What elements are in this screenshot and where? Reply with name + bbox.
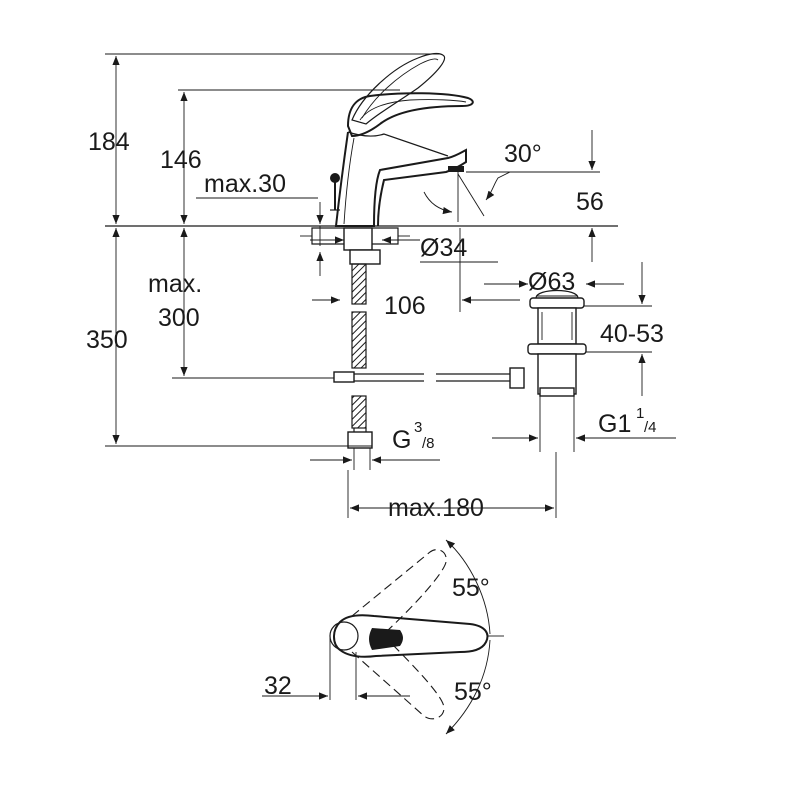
faucet-body [334, 131, 467, 227]
label-d34: Ø34 [420, 234, 467, 262]
label-g114-sup: 1 [636, 405, 644, 422]
dimension-lines [105, 53, 676, 518]
dimension-labels: 184 146 max.30 30° 56 Ø34 max. 300 106 Ø… [86, 128, 664, 706]
label-g114-sub: /4 [644, 419, 657, 436]
label-350: 350 [86, 326, 128, 354]
label-d63: Ø63 [528, 268, 575, 296]
waste-flange [529, 297, 585, 309]
popup-knob [330, 173, 340, 183]
top-view-body [333, 614, 489, 658]
supply-hose-segment-2 [351, 311, 367, 369]
angle-30-line [457, 173, 485, 217]
label-184: 184 [88, 128, 130, 156]
spout-aerator [448, 166, 464, 172]
label-max: max. [148, 270, 202, 298]
label-max180: max.180 [388, 494, 484, 522]
popup-rod-clamp [333, 371, 355, 383]
lever-handle [346, 92, 474, 138]
lever-handle-inner [359, 99, 467, 121]
angle-55-top-arc [445, 539, 491, 635]
label-106: 106 [384, 292, 426, 320]
label-55-bottom: 55° [454, 678, 492, 706]
waste-tailpiece [539, 387, 575, 397]
handle-rotated-up [351, 549, 447, 633]
supply-hose-segment-3 [351, 395, 367, 429]
label-g38-sup: 3 [414, 419, 422, 436]
mounting-assembly [300, 227, 525, 449]
faucet-side-view [105, 52, 618, 227]
faucet-top-view [262, 539, 504, 735]
waste-nut [527, 343, 587, 355]
label-146: 146 [160, 146, 202, 174]
label-g114: G1 [598, 410, 631, 438]
label-32: 32 [264, 672, 292, 700]
label-56: 56 [576, 188, 604, 216]
lever-raised-inner [361, 58, 439, 119]
mounting-nut [343, 227, 373, 251]
supply-hose-segment-1 [351, 263, 367, 305]
waste-body-top [537, 307, 577, 345]
label-30-deg: 30° [504, 140, 542, 168]
waste-assembly [527, 289, 587, 397]
angle-55-bottom-arc [445, 639, 491, 735]
faucet-body-highlight [343, 137, 355, 225]
lever-neck [347, 131, 449, 157]
label-55-top: 55° [452, 574, 490, 602]
label-max30: max.30 [204, 170, 286, 198]
angle-30-arc-right [485, 171, 511, 201]
handle-rotated-down [351, 637, 445, 720]
mounting-washer [349, 249, 381, 265]
top-view-grip [369, 628, 403, 650]
label-g38-sub: /8 [422, 435, 435, 452]
hose-connector [347, 431, 373, 449]
label-300: 300 [158, 304, 200, 332]
popup-rod-connector [509, 367, 525, 389]
label-g38: G [392, 426, 411, 454]
label-40-53: 40-53 [600, 320, 664, 348]
angle-30-arc-left [423, 191, 453, 215]
